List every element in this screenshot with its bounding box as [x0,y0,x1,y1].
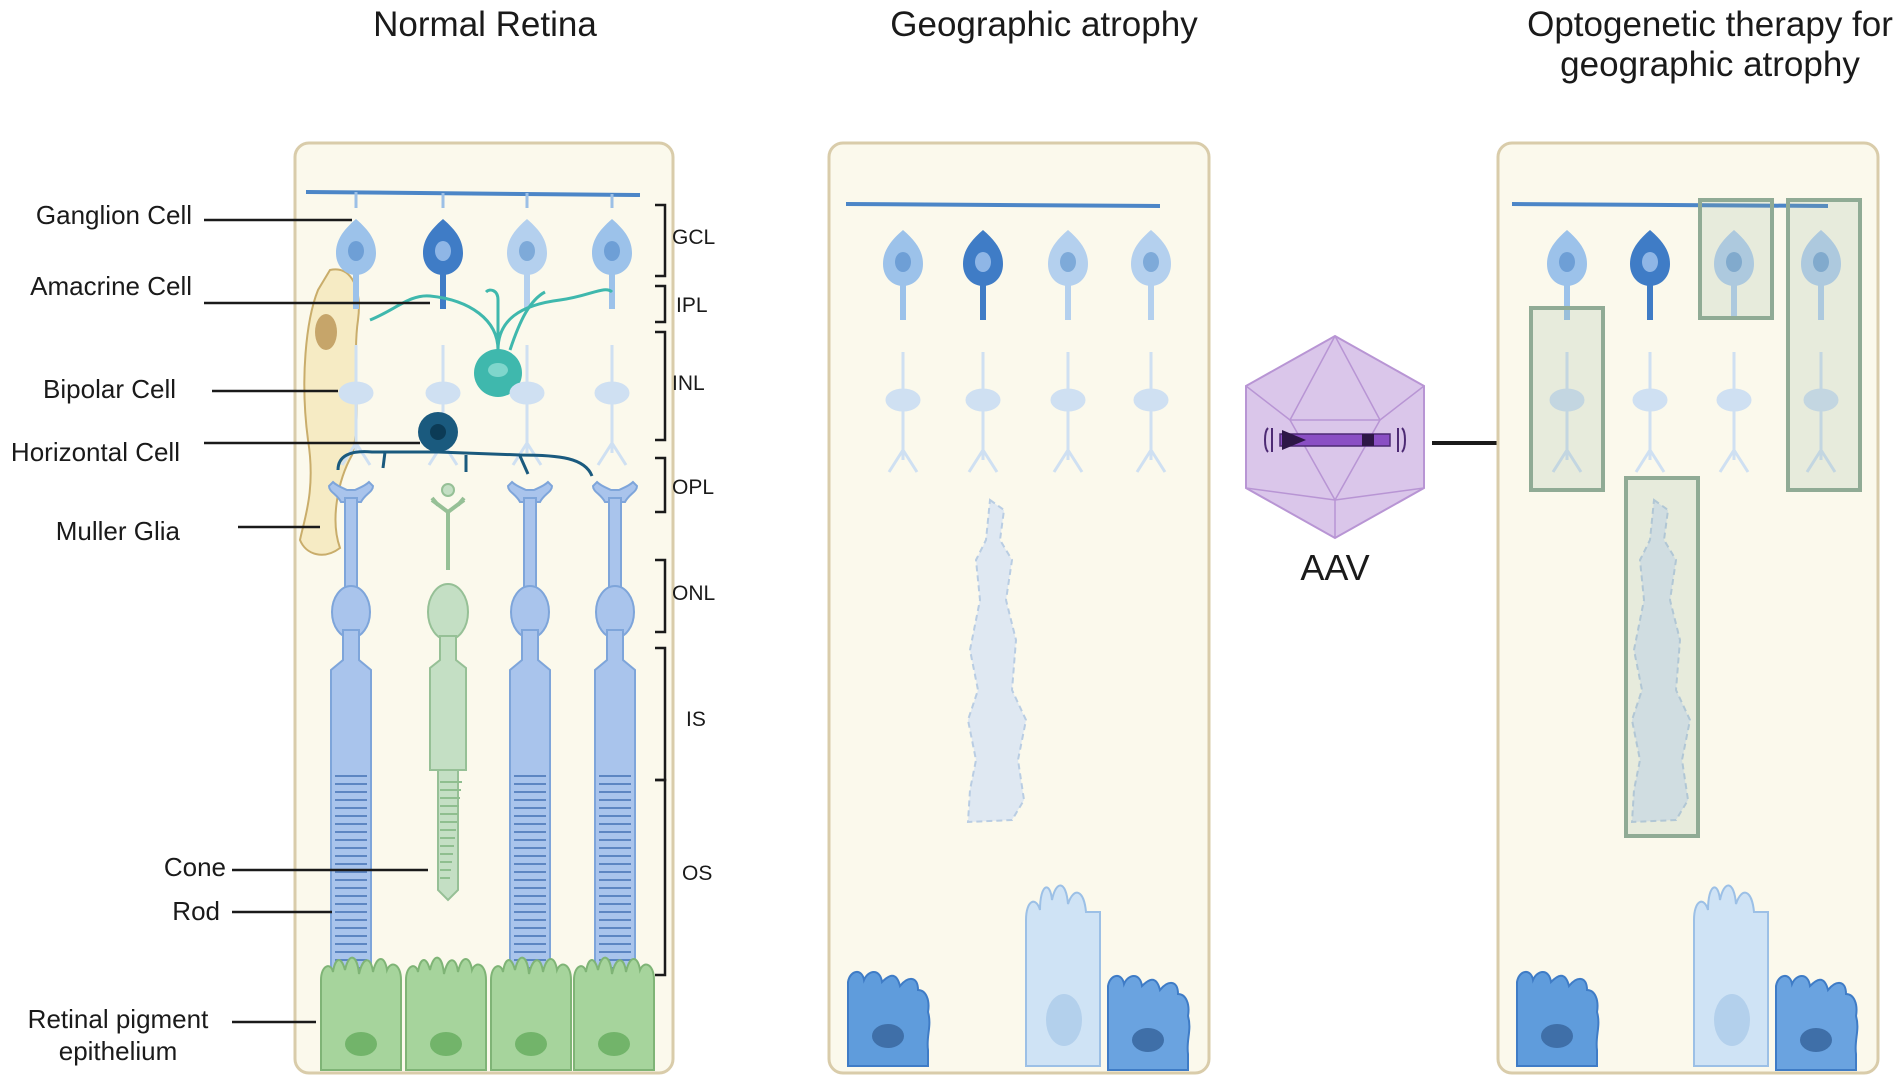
rod-stack [335,775,631,969]
aav-label: AAV [1300,547,1369,588]
title-optogenetic-therapy-line1: Optogenetic therapy for [1527,5,1893,44]
rpe-row [320,956,655,1071]
ganglion-cell [592,207,632,309]
panel-optogenetic-therapy [1496,141,1880,1075]
layer-is: IS [686,708,706,731]
ganglion-cell [423,207,463,309]
rpe-damaged-cell [1107,974,1191,1071]
label-rpe-line2: epithelium [59,1036,178,1066]
label-amacrine-cell: Amacrine Cell [30,271,192,301]
label-cone: Cone [164,852,226,882]
muller-glia-shape [298,268,360,556]
layer-os: OS [682,862,712,885]
label-muller-glia: Muller Glia [56,516,181,546]
ganglion-cell [507,207,547,309]
muller-nucleus [315,314,337,350]
transduced-cell-highlight [1529,198,1862,838]
panel-geographic-atrophy [827,141,1211,1075]
panel-normal-retina [293,141,675,1075]
layer-gcl: GCL [672,226,715,249]
layer-opl: OPL [672,476,714,499]
title-normal-retina: Normal Retina [373,5,597,44]
label-ganglion-cell: Ganglion Cell [36,200,192,230]
layer-onl: ONL [672,582,715,605]
label-horizontal-cell: Horizontal Cell [11,437,180,467]
label-rod: Rod [172,896,220,926]
title-geographic-atrophy: Geographic atrophy [890,5,1198,44]
layer-brackets [655,203,667,977]
aav-capsid-icon [1245,334,1425,540]
transgene-cassette-icon [1264,427,1406,453]
layer-inl: INL [672,372,705,395]
degenerated-photoreceptor [966,498,1028,824]
label-bipolar-cell: Bipolar Cell [43,374,176,404]
cone-cell [427,483,469,902]
nerve-fiber-layer [305,190,641,197]
rpe-light-cell [1025,884,1101,1067]
ganglion-cell [336,207,376,309]
title-optogenetic-therapy-line2: geographic atrophy [1560,45,1860,84]
horizontal-cell-shape [336,450,594,477]
cell-labels [204,218,430,1024]
label-rpe-line1: Retinal pigment [28,1004,209,1034]
amacrine-cell-shape [369,288,614,351]
rpe-damaged-cell [847,970,931,1067]
layer-ipl: IPL [676,294,708,317]
